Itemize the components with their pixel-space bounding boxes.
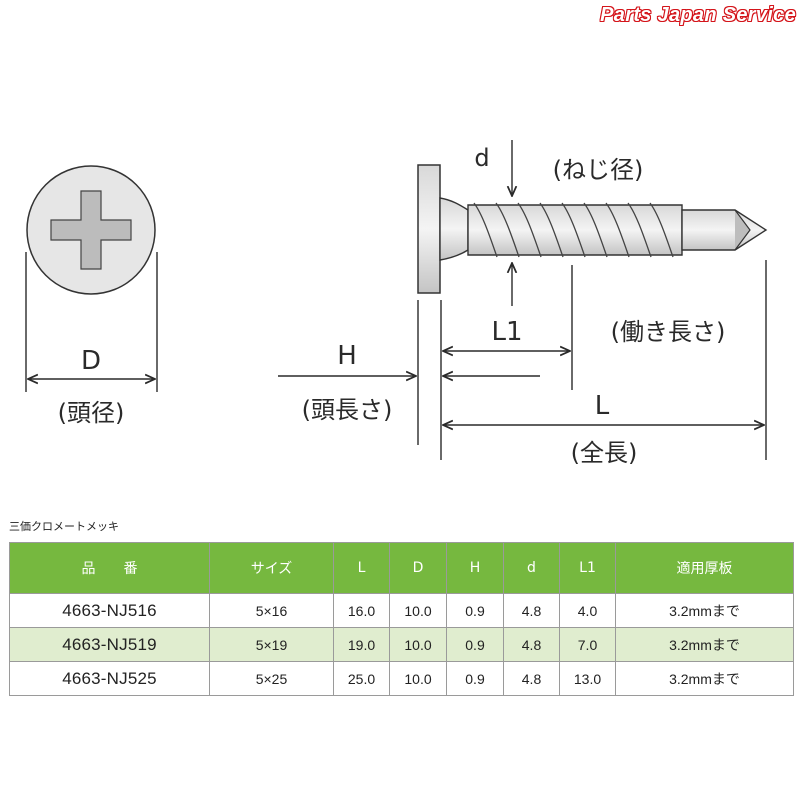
label-d: d (474, 144, 489, 172)
cell-L: 25.0 (333, 661, 390, 696)
label-D-note: (頭径) (58, 399, 125, 427)
label-L: L (595, 391, 610, 421)
cell-H: 0.9 (446, 593, 504, 628)
label-d-note: (ねじ径) (553, 156, 644, 184)
header-part-number: 品 番 (9, 542, 210, 594)
cell-L: 19.0 (333, 627, 390, 662)
header-L: L (333, 542, 390, 594)
cell-L1: 7.0 (559, 627, 616, 662)
cell-part-number: 4663-NJ525 (9, 661, 210, 696)
cell-plate-thickness: 3.2mmまで (615, 661, 794, 696)
cell-part-number: 4663-NJ516 (9, 593, 210, 628)
table-row: 4663-NJ519 5×19 19.0 10.0 0.9 4.8 7.0 3.… (9, 627, 794, 662)
label-H-note: (頭長さ) (302, 396, 393, 424)
label-H: H (337, 341, 357, 371)
cell-size: 5×19 (209, 627, 334, 662)
cell-D: 10.0 (389, 627, 447, 662)
header-d: d (503, 542, 560, 594)
cell-plate-thickness: 3.2mmまで (615, 627, 794, 662)
brand-logo: Parts Japan Service (500, 3, 796, 27)
cell-d: 4.8 (503, 593, 560, 628)
label-L1-note: (働き長さ) (611, 318, 726, 346)
cell-D: 10.0 (389, 593, 447, 628)
table-row: 4663-NJ516 5×16 16.0 10.0 0.9 4.8 4.0 3.… (9, 593, 794, 628)
label-D: D (81, 346, 101, 376)
spec-table: 品 番 サイズ L D H d L1 適用厚板 4663-NJ516 5×16 … (9, 542, 794, 696)
header-H: H (446, 542, 504, 594)
cell-H: 0.9 (446, 627, 504, 662)
cell-part-number: 4663-NJ519 (9, 627, 210, 662)
cell-H: 0.9 (446, 661, 504, 696)
header-D: D (389, 542, 447, 594)
label-L1: L1 (491, 317, 522, 347)
cell-L1: 13.0 (559, 661, 616, 696)
cell-plate-thickness: 3.2mmまで (615, 593, 794, 628)
table-row: 4663-NJ525 5×25 25.0 10.0 0.9 4.8 13.0 3… (9, 661, 794, 696)
cell-L: 16.0 (333, 593, 390, 628)
cell-L1: 4.0 (559, 593, 616, 628)
phillips-cross-icon (50, 190, 132, 270)
plating-caption: 三価クロメートメッキ (9, 520, 119, 533)
header-L1: L1 (559, 542, 616, 594)
screw-dimension-diagram: D (頭径) d (ねじ径) H (頭長さ) L1 (働き長さ) (25, 140, 768, 467)
cell-d: 4.8 (503, 627, 560, 662)
cell-size: 5×25 (209, 661, 334, 696)
cell-D: 10.0 (389, 661, 447, 696)
screw-head-top-view (26, 165, 156, 295)
header-size: サイズ (209, 542, 334, 594)
header-plate-thickness: 適用厚板 (615, 542, 794, 594)
cell-size: 5×16 (209, 593, 334, 628)
table-header-row: 品 番 サイズ L D H d L1 適用厚板 (9, 542, 794, 594)
screw-side-view (417, 164, 768, 294)
label-L-note: (全長) (571, 439, 638, 467)
cell-d: 4.8 (503, 661, 560, 696)
